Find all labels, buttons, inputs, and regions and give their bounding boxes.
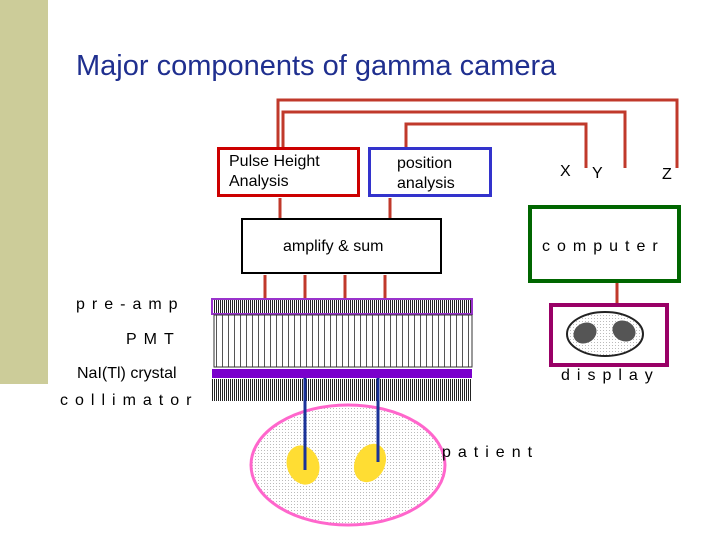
crystal-bar [212,369,472,378]
wire-z [276,98,679,168]
position-analysis-box: position analysis [368,147,492,197]
crystal-label: NaI(Tl) crystal [77,365,177,382]
z-label: Z [662,166,672,183]
wire-y [281,110,627,168]
patient-label: patient [442,444,540,461]
pulse-height-box: Pulse Height Analysis [217,147,360,197]
preamp-bar [211,298,473,315]
organ-left [286,445,320,485]
patient-body [249,403,447,527]
display-label: display [561,367,660,384]
amplify-label: amplify & sum [283,238,384,255]
page-title: Major components of gamma camera [76,50,557,82]
y-label: Y [592,165,603,182]
computer-label: computer [542,238,665,255]
computer-box: computer [528,205,681,283]
sidebar-accent [0,0,48,384]
collimator-block [212,379,472,401]
display-organ-left [573,322,597,344]
x-label: X [560,163,571,180]
signal-wires [263,98,679,305]
pha-label-2: Analysis [229,173,289,190]
wire-x [404,122,588,168]
pmt-block [213,314,473,368]
collimator-label: collimator [60,392,199,409]
pos-label-2: analysis [397,175,455,192]
pmt-label: PMT [126,331,181,348]
pha-label-1: Pulse Height [229,153,320,170]
amplify-sum-box: amplify & sum [241,218,442,274]
pos-label-1: position [397,155,453,172]
display-organ-right [612,320,636,342]
preamp-label: pre-amp [76,296,185,313]
